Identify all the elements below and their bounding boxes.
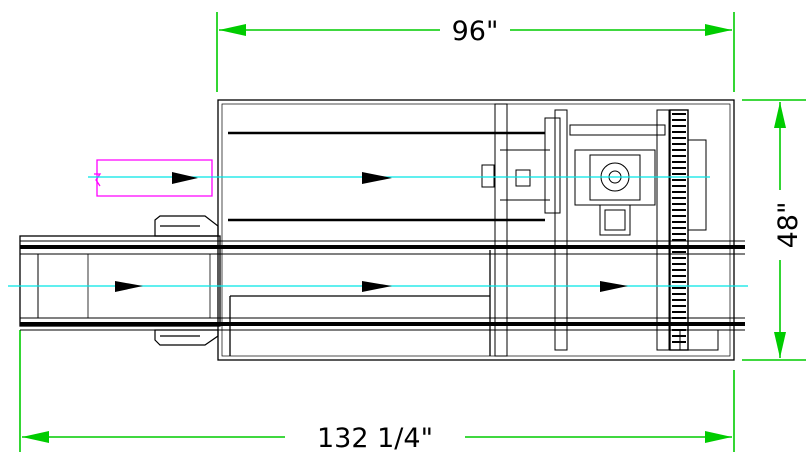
- flow-arrow: [362, 172, 392, 184]
- bottom-length-label: 132 1/4": [317, 423, 433, 454]
- right-height-dimension: [742, 99, 806, 361]
- top-width-dimension: [216, 12, 735, 92]
- top-width-label: 96": [452, 16, 499, 47]
- bottom-length-dimension: [19, 330, 735, 452]
- flow-arrows: [115, 172, 628, 292]
- centerlines: [8, 176, 748, 287]
- flow-arrow: [362, 281, 392, 292]
- lower-conveyor: [19, 235, 745, 331]
- flow-arrow: [115, 281, 143, 292]
- drive-chain: [672, 113, 686, 343]
- infeed-brackets: [154, 215, 219, 346]
- flow-arrow: [172, 172, 198, 184]
- flow-arrow: [600, 281, 628, 292]
- right-height-label: 48": [773, 202, 804, 249]
